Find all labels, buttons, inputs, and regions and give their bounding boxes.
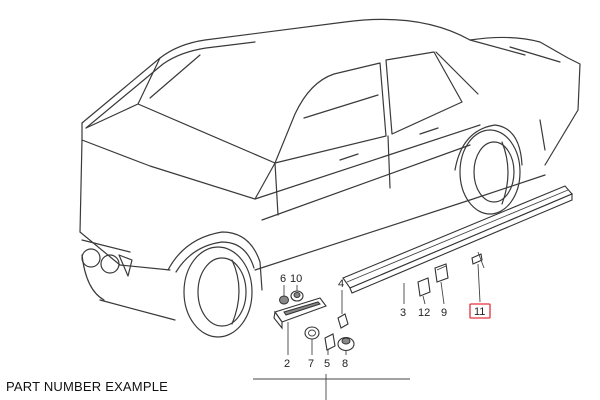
callout-2: 2 xyxy=(284,358,290,370)
callout-labels: 6 10 4 3 12 9 11 2 7 5 8 xyxy=(280,273,491,370)
part-number-caption: PART NUMBER EXAMPLE xyxy=(6,379,169,394)
side-sill-trim xyxy=(342,185,573,294)
callout-10: 10 xyxy=(290,273,302,285)
callout-6: 6 xyxy=(280,273,286,285)
callout-4: 4 xyxy=(338,278,344,290)
car-outline xyxy=(79,18,581,338)
front-trim-piece xyxy=(273,297,327,330)
callout-11-highlight-box xyxy=(469,303,491,319)
callout-12: 12 xyxy=(418,307,430,319)
callout-11: 11 xyxy=(474,306,485,318)
callout-3: 3 xyxy=(400,307,406,319)
callout-9: 9 xyxy=(441,307,447,319)
callout-7: 7 xyxy=(308,358,314,370)
callout-5: 5 xyxy=(324,358,330,370)
reference-line xyxy=(253,374,410,400)
leader-lines xyxy=(283,263,481,355)
callout-8: 8 xyxy=(342,358,348,370)
